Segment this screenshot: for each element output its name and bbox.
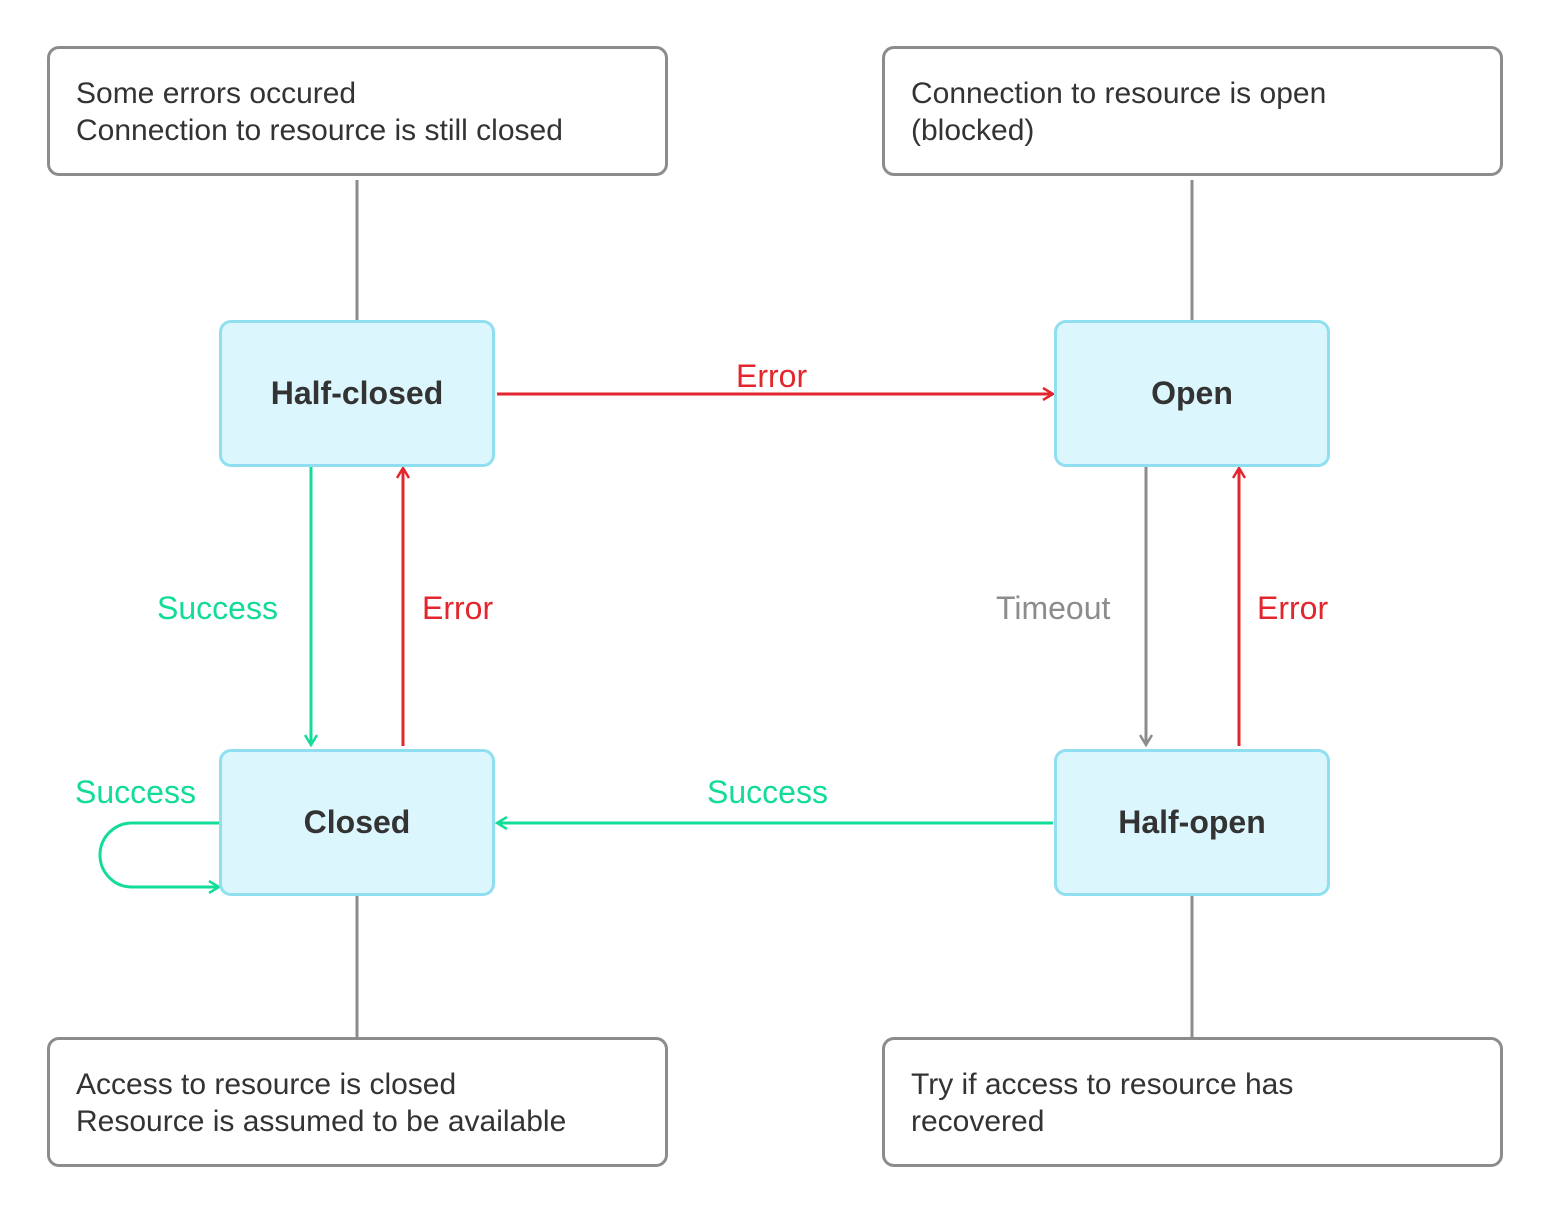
state-closed: Closed (219, 749, 495, 896)
state-label: Open (1151, 375, 1233, 411)
note-half-open: Try if access to resource has recovered (882, 1037, 1503, 1167)
edge-label-half-open-to-closed: Success (707, 774, 828, 810)
note-text-line: Resource is assumed to be available (76, 1105, 567, 1138)
note-text-line: recovered (911, 1105, 1045, 1138)
state-label: Half-open (1118, 804, 1266, 840)
note-text-line: (blocked) (911, 114, 1035, 147)
edge-label-closed-self-loop: Success (75, 774, 196, 810)
note-closed: Access to resource is closed Resource is… (47, 1037, 668, 1167)
state-label: Half-closed (270, 375, 444, 411)
note-text-line: Try if access to resource has (911, 1068, 1294, 1101)
note-half-closed: Some errors occured Connection to resour… (47, 46, 668, 176)
note-text-line: Some errors occured (76, 77, 357, 110)
state-half-closed: Half-closed (219, 320, 495, 467)
arrow-closed-self-loop (98, 821, 219, 887)
note-text-line: Connection to resource is still closed (76, 114, 563, 147)
edge-label-open-to-half-open: Timeout (996, 590, 1111, 626)
edge-label-half-closed-to-open: Error (736, 358, 808, 394)
state-half-open: Half-open (1054, 749, 1330, 896)
note-text-line: Access to resource is closed (76, 1068, 457, 1101)
state-label: Closed (303, 804, 411, 840)
note-open: Connection to resource is open (blocked) (882, 46, 1503, 176)
edge-label-closed-to-half-closed: Error (422, 590, 494, 626)
note-text-line: Connection to resource is open (911, 77, 1327, 110)
edge-label-half-closed-to-closed: Success (157, 590, 278, 626)
state-open: Open (1054, 320, 1330, 467)
edge-label-half-open-to-open: Error (1257, 590, 1329, 626)
